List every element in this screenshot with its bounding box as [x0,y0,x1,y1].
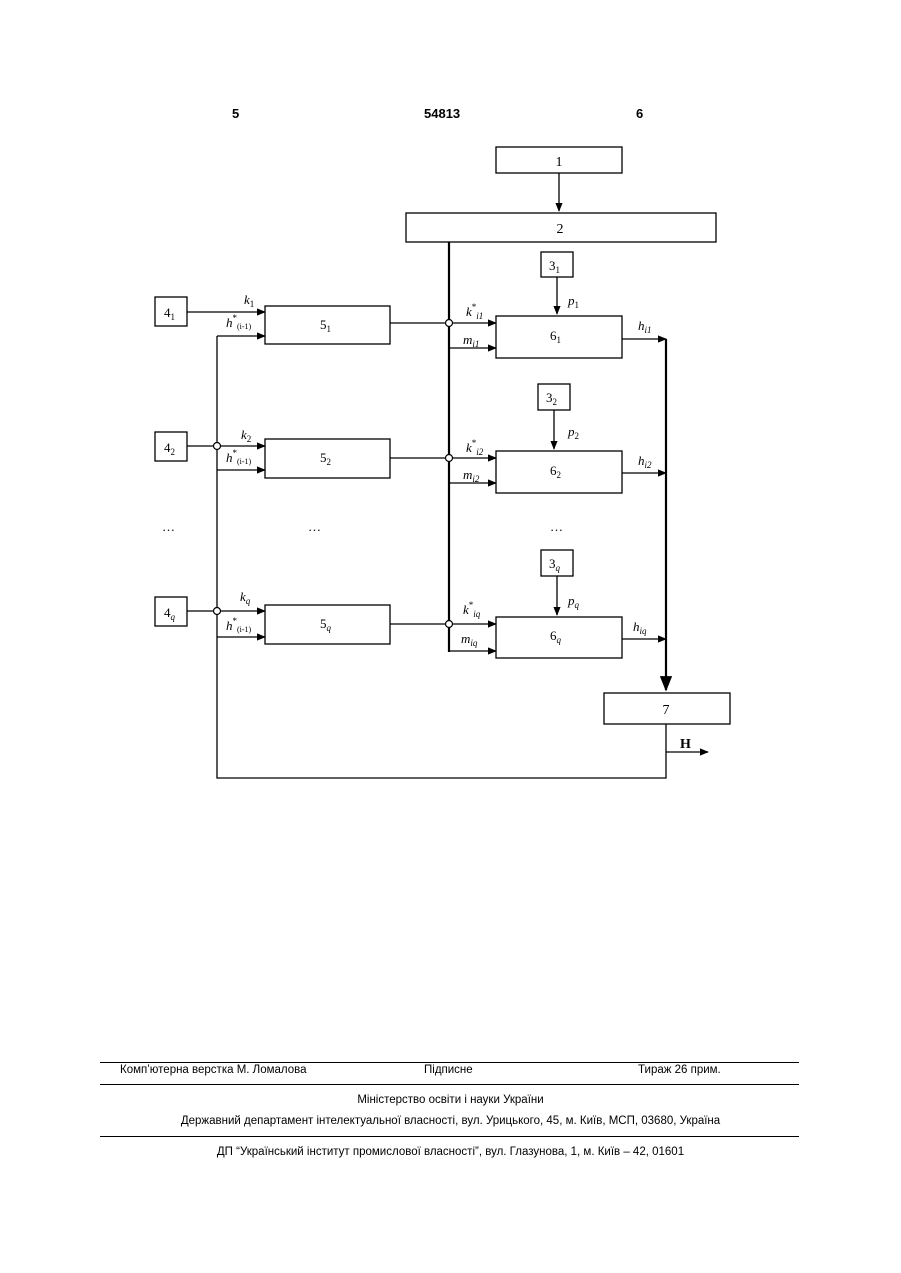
label-k1: k1 [244,292,254,309]
label-p2: p2 [567,424,579,441]
label-h-prev-1: h*(i-1) [226,313,252,331]
footer-institute: ДП “Український інститут промислової вла… [0,1146,901,1158]
junction-left-q [214,608,221,615]
label-kq: kq [240,589,251,606]
junction-bus-1 [446,320,453,327]
junction-left-2 [214,443,221,450]
ellipsis-4: … [162,519,175,534]
footer-signed: Підписне [424,1064,473,1076]
label-k2: k2 [241,427,251,444]
footer-rule-bottom [100,1136,799,1137]
output-label-h: H [680,737,691,752]
label-pq: pq [567,593,580,610]
label-h-out-2: hi2 [638,453,652,470]
block-2-label: 2 [557,222,564,237]
footer-circulation: Тираж 26 прим. [638,1064,721,1076]
block-1-label: 1 [556,155,563,170]
junction-bus-2 [446,455,453,462]
footer-typesetter: Комп’ютерна верстка М. Ломалова [120,1064,307,1076]
label-h-out-q: hiq [633,619,647,636]
block-7-label: 7 [663,703,670,718]
ellipsis-6: … [550,519,563,534]
label-k-star-1: k*i1 [466,302,483,321]
ellipsis-5: … [308,519,321,534]
footer-rule-top [100,1062,799,1063]
label-h-prev-q: h*(i-1) [226,616,252,634]
label-k-star-2: k*i2 [466,438,484,457]
label-m2: mi2 [463,467,480,484]
label-h-out-1: hi1 [638,318,652,335]
label-k-star-q: k*iq [463,600,481,619]
label-m1: mi1 [463,332,479,349]
footer-ministry: Міністерство освіти і науки України [0,1094,901,1106]
label-p1: p1 [567,293,579,310]
junction-bus-q [446,621,453,628]
feedback-line [217,336,666,778]
label-h-prev-2: h*(i-1) [226,448,252,466]
footer-department: Державний департамент інтелектуальної вл… [0,1115,901,1127]
label-mq: miq [461,631,478,648]
footer-rule-middle [100,1084,799,1085]
